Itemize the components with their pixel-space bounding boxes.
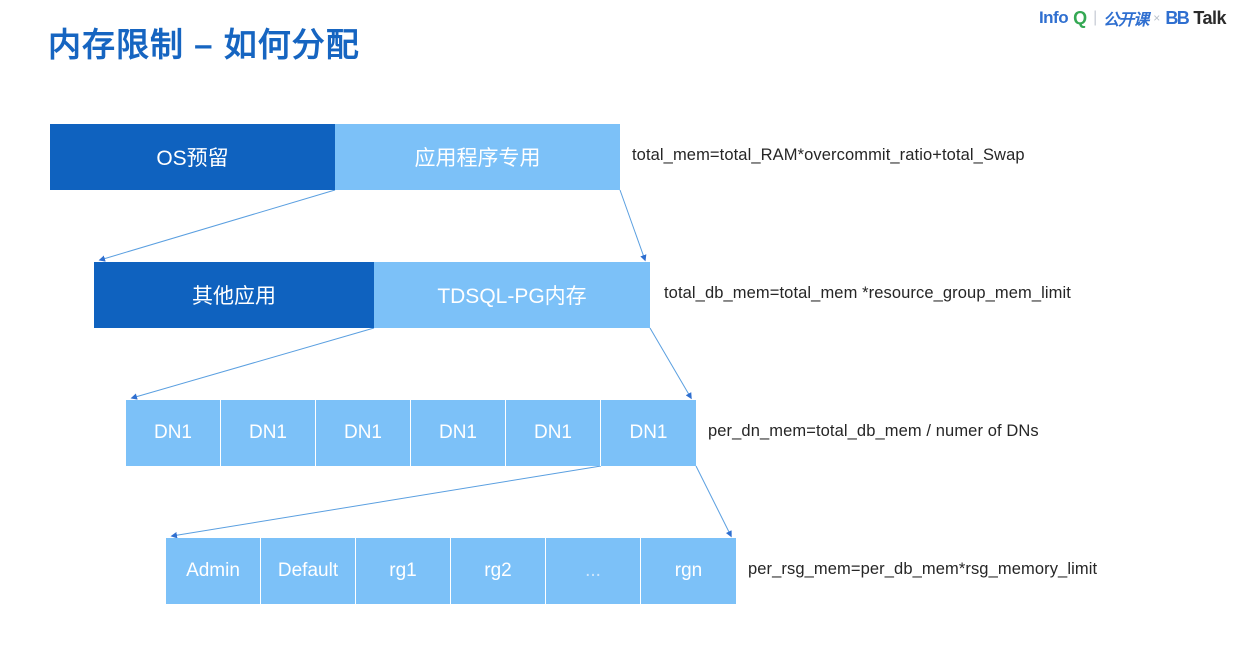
diagram-row-resource-groups: Admin Default rg1 rg2 ... rgn bbox=[166, 538, 736, 604]
segment-label: TDSQL-PG内存 bbox=[437, 285, 587, 308]
segment-label: DN1 bbox=[533, 422, 572, 443]
segment-dn-1[interactable]: DN1 bbox=[126, 400, 221, 466]
segment-label: 应用程序专用 bbox=[414, 147, 541, 170]
segment-tdsql-pg-memory[interactable]: TDSQL-PG内存 bbox=[374, 262, 650, 328]
diagram-row-total-memory: OS预留 应用程序专用 bbox=[50, 124, 620, 190]
formula-total-db-mem: total_db_mem=total_mem *resource_group_m… bbox=[664, 284, 1071, 302]
page-title: 内存限制 – 如何分配 bbox=[48, 26, 360, 63]
infoq-logo-text: Info bbox=[1038, 8, 1069, 27]
segment-label: DN1 bbox=[153, 422, 192, 443]
segment-label: Default bbox=[277, 560, 339, 581]
segment-rsg-rgn[interactable]: rgn bbox=[641, 538, 736, 604]
segment-rsg-rg2[interactable]: rg2 bbox=[451, 538, 546, 604]
segment-dn-2[interactable]: DN1 bbox=[221, 400, 316, 466]
diagram-row-application-memory: 其他应用 TDSQL-PG内存 bbox=[94, 262, 650, 328]
segment-rsg-ellipsis[interactable]: ... bbox=[546, 538, 641, 604]
segment-os-reserved[interactable]: OS预留 bbox=[50, 124, 335, 190]
segment-label: rgn bbox=[674, 560, 703, 581]
segment-label: ... bbox=[585, 560, 601, 581]
infoq-logo-q: Q bbox=[1073, 7, 1088, 28]
segment-label: rg2 bbox=[484, 560, 512, 581]
segment-rsg-admin[interactable]: Admin bbox=[166, 538, 261, 604]
formula-per-rsg-mem: per_rsg_mem=per_db_mem*rsg_memory_limit bbox=[748, 560, 1098, 578]
segment-label: 其他应用 bbox=[192, 285, 276, 308]
formula-total-mem: total_mem=total_RAM*overcommit_ratio+tot… bbox=[632, 146, 1025, 164]
segment-label: OS预留 bbox=[156, 147, 229, 170]
segment-label: Admin bbox=[186, 560, 240, 581]
segment-dn-3[interactable]: DN1 bbox=[316, 400, 411, 466]
segment-label: DN1 bbox=[248, 422, 287, 443]
segment-rsg-default[interactable]: Default bbox=[261, 538, 356, 604]
segment-rsg-rg1[interactable]: rg1 bbox=[356, 538, 451, 604]
formula-per-dn-mem: per_dn_mem=total_db_mem / numer of DNs bbox=[708, 422, 1039, 440]
segment-dn-4[interactable]: DN1 bbox=[411, 400, 506, 466]
segment-label: DN1 bbox=[438, 422, 477, 443]
gongkaike-logo-text: 公开课 bbox=[1103, 12, 1149, 29]
segment-other-applications[interactable]: 其他应用 bbox=[94, 262, 374, 328]
logo-divider: | bbox=[1093, 9, 1098, 26]
segment-application-dedicated[interactable]: 应用程序专用 bbox=[335, 124, 620, 190]
diagram-row-data-nodes: DN1 DN1 DN1 DN1 DN1 DN1 bbox=[126, 400, 696, 466]
logo-cross-icon: × bbox=[1153, 11, 1161, 25]
bbtalk-logo-bb: BB bbox=[1165, 7, 1190, 28]
segment-label: rg1 bbox=[389, 560, 417, 581]
bbtalk-logo-talk: Talk bbox=[1193, 7, 1226, 28]
segment-dn-5[interactable]: DN1 bbox=[506, 400, 601, 466]
segment-dn-6[interactable]: DN1 bbox=[601, 400, 696, 466]
segment-label: DN1 bbox=[629, 422, 668, 443]
segment-label: DN1 bbox=[343, 422, 382, 443]
